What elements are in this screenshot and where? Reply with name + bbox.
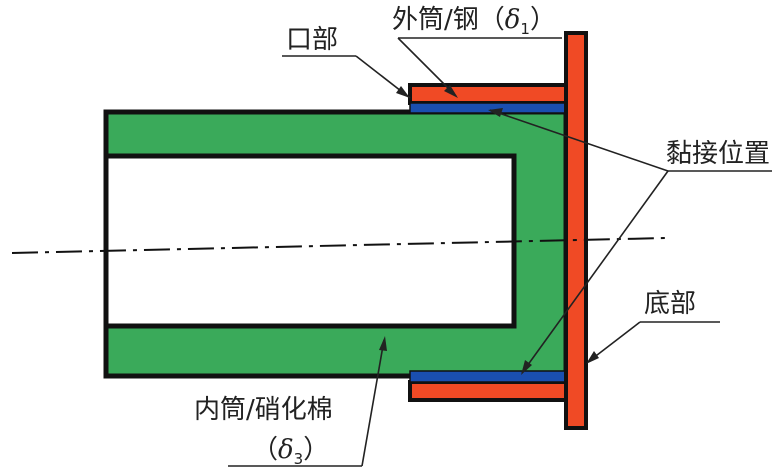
outer-tube-bottom: [408, 380, 568, 402]
leader-bond-bottom: [521, 170, 669, 374]
arrowhead-bottom: [586, 351, 599, 364]
arrowhead-inner: [379, 336, 387, 351]
label-outer-tube: 外筒/钢（δ1）: [392, 5, 556, 38]
bond-layer-top: [409, 102, 567, 114]
bond-layer-bottom: [409, 370, 567, 383]
label-inner-open: （: [252, 435, 278, 465]
leader-outer: [397, 37, 457, 97]
arrowhead-bond-bottom: [521, 360, 532, 375]
outer-tube-top: [408, 83, 568, 105]
bottom-plate: [564, 31, 588, 430]
leader-inner: [361, 339, 385, 467]
inner-tube-body: [103, 109, 569, 379]
centerline: [11, 237, 667, 254]
label-outer-symbol: δ: [505, 5, 521, 35]
arrowhead-outer: [444, 85, 458, 98]
label-bottom: 底部: [644, 289, 696, 319]
arrowhead-mouth: [396, 86, 410, 98]
label-inner-sub: 3: [294, 450, 304, 468]
label-outer-tube-prefix: 外筒/钢（: [392, 5, 505, 35]
label-outer-sub: 1: [520, 20, 530, 38]
label-inner-tube: 内筒/硝化棉: [194, 395, 333, 425]
leader-bond-top: [489, 109, 669, 172]
arrowhead-bond-top: [488, 108, 503, 117]
label-inner-symbol: δ: [278, 435, 294, 465]
label-inner-close: ）: [303, 435, 329, 465]
label-inner-thickness: （δ3）: [252, 435, 329, 468]
label-outer-close: ）: [530, 5, 556, 35]
label-mouth: 口部: [286, 25, 338, 55]
label-bond-position: 黏接位置: [666, 139, 770, 169]
